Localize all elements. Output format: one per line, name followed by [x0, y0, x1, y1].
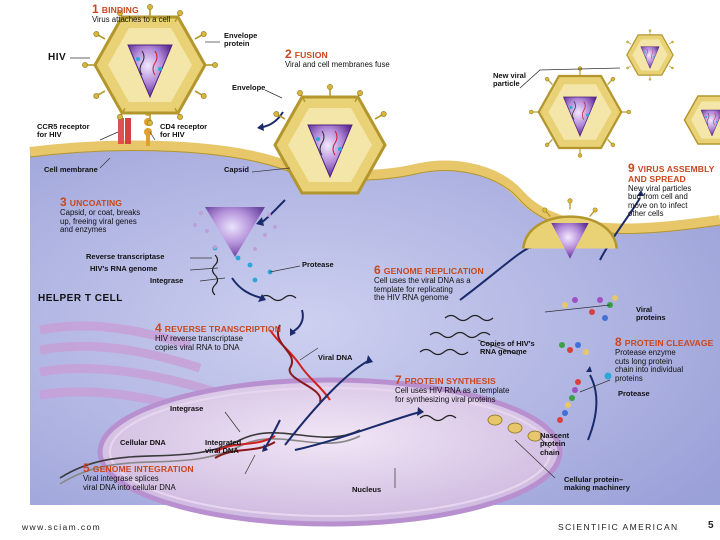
nucleus — [97, 377, 563, 527]
footer-page-number: 5 — [708, 520, 715, 531]
label-protease: Protease — [302, 260, 334, 269]
step-title: GENOME REPLICATION — [383, 266, 484, 276]
label-hiv: HIV — [48, 52, 67, 63]
cellular-dna — [59, 429, 361, 485]
step-title: FUSION — [294, 50, 328, 60]
label-reverse-transcriptase: Reverse transcriptase — [86, 252, 165, 261]
label-viral-dna: Viral DNA — [318, 353, 353, 362]
label-nascent-protein-chain: Nascent protein chain — [540, 431, 570, 457]
label-integrase-2: Integrase — [170, 404, 204, 413]
footer-url: www.sciam.com — [22, 522, 102, 532]
label-envelope-protein: Envelope protein — [224, 31, 258, 49]
step-number: 2 — [285, 47, 292, 61]
label-cellular-protein-machinery: Cellular protein– making machinery — [564, 475, 630, 493]
label-cell-membrane: Cell membrane — [44, 165, 98, 174]
step-title: REVERSE TRANSCRIPTION — [164, 324, 282, 334]
step-text: New viral particles bud from cell and mo… — [628, 183, 692, 219]
step-number: 3 — [60, 195, 67, 209]
rna-strands — [211, 254, 494, 422]
footer-brand: SCIENTIFIC AMERICAN — [558, 522, 679, 532]
step-title: BINDING — [101, 5, 139, 15]
label-integrated-viral-dna: Integrated viral DNA — [205, 438, 242, 456]
uncoating-capsid — [193, 207, 277, 257]
step-text: Cell uses HIV RNA as a template for synt… — [395, 386, 510, 404]
leader-lines — [70, 41, 611, 488]
step-number: 7 — [395, 373, 402, 387]
label-nucleus: Nucleus — [352, 485, 382, 494]
step-text: HIV reverse transcriptase copies viral R… — [155, 334, 243, 352]
step-number: 9 — [628, 161, 635, 175]
step-text: Viral and cell membranes fuse — [285, 60, 390, 70]
viral-dna-helix — [269, 324, 331, 403]
label-copies-rna-genome: Copies of HIV's RNA genome — [480, 339, 535, 357]
bracket — [519, 67, 621, 89]
step-text: Viral integrase splices viral DNA into c… — [83, 474, 176, 492]
virion-budding — [521, 198, 619, 259]
step-number: 4 — [155, 321, 162, 335]
step-title: VIRUS ASSEMBLY AND SPREAD — [628, 164, 715, 185]
step-title: GENOME INTEGRATION — [92, 464, 194, 474]
label-protease-2: Protease — [618, 389, 650, 398]
step-number: 1 — [92, 2, 99, 16]
label-cd4-receptor: CD4 receptor for HIV — [160, 122, 208, 140]
label-new-viral-particle: New viral particle — [493, 71, 526, 89]
step-title: PROTEIN SYNTHESIS — [404, 376, 496, 386]
step-title: UNCOATING — [69, 198, 123, 208]
step-number: 5 — [83, 461, 90, 475]
step-text: Cell uses the viral DNA as a template fo… — [374, 276, 471, 303]
label-viral-proteins: Viral proteins — [636, 305, 666, 323]
step-text: Capsid, or coat, breaks up, freeing vira… — [60, 208, 141, 235]
label-envelope: Envelope — [232, 83, 266, 92]
step-title: PROTEIN CLEAVAGE — [624, 338, 714, 348]
ribosomes — [487, 414, 543, 442]
label-rna-genome: HIV's RNA genome — [90, 264, 158, 273]
label-capsid: Capsid — [224, 165, 250, 174]
label-cellular-dna: Cellular DNA — [120, 438, 166, 447]
protein-beads — [557, 295, 618, 423]
label-helper-t-cell: HELPER T CELL — [38, 293, 123, 304]
step-number: 8 — [615, 335, 622, 349]
label-ccr5-receptor: CCR5 receptor for HIV — [37, 122, 90, 140]
step-number: 6 — [374, 263, 381, 277]
step-text: Protease enzyme cuts long protein chain … — [615, 348, 684, 383]
label-integrase: Integrase — [150, 276, 184, 285]
step-text: Virus attaches to a cell — [92, 15, 171, 25]
